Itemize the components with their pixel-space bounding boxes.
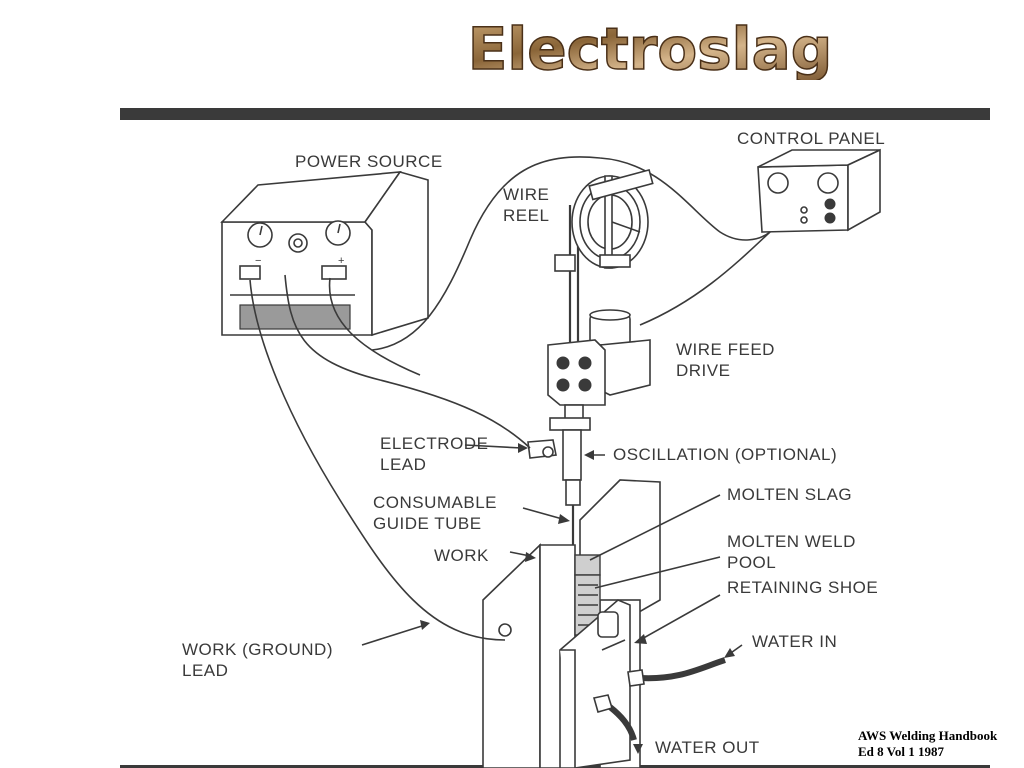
control-panel bbox=[757, 148, 881, 233]
panel-meter-right-icon bbox=[817, 172, 839, 194]
control-to-feed-cable bbox=[639, 231, 771, 326]
label-consumable-line2: GUIDE TUBE bbox=[373, 514, 482, 533]
water-in-hose bbox=[639, 657, 726, 682]
label-oscillation: OSCILLATION (OPTIONAL) bbox=[613, 445, 838, 464]
wire-feed-drive bbox=[547, 309, 651, 421]
label-molten-weld-line2: POOL bbox=[727, 553, 777, 572]
label-wire-reel-line2: REEL bbox=[503, 206, 550, 225]
label-power-source: POWER SOURCE bbox=[295, 152, 443, 171]
work-lead-cable bbox=[249, 279, 506, 641]
label-work-lead-line1: WORK (GROUND) bbox=[182, 640, 333, 659]
label-electrode-lead-line1: ELECTRODE bbox=[380, 434, 489, 453]
label-molten-weld-line1: MOLTEN WELD bbox=[727, 532, 856, 551]
label-water-in: WATER IN bbox=[752, 632, 838, 651]
label-wire-feed-line1: WIRE FEED bbox=[676, 340, 775, 359]
label-electrode-lead-line2: LEAD bbox=[380, 455, 427, 474]
guide-tube-assembly bbox=[527, 417, 591, 560]
label-wire-feed-line2: DRIVE bbox=[676, 361, 731, 380]
wire-reel bbox=[554, 168, 654, 345]
leader-lines bbox=[361, 443, 743, 754]
electrode-lead-cable bbox=[284, 274, 531, 449]
power-dial-icon bbox=[288, 233, 308, 253]
top-band bbox=[120, 108, 990, 120]
title-text: Electroslag bbox=[468, 15, 832, 80]
label-work-lead-line2: LEAD bbox=[182, 661, 229, 680]
terminal-minus: − bbox=[255, 255, 261, 267]
slide-title: Electroslag bbox=[467, 14, 833, 80]
terminal-plus: + bbox=[338, 255, 344, 267]
power-source: − + bbox=[220, 171, 429, 337]
power-to-feed-cable bbox=[371, 156, 771, 351]
label-wire-reel-line1: WIRE bbox=[503, 185, 550, 204]
label-water-out: WATER OUT bbox=[655, 738, 760, 757]
retaining-shoe bbox=[559, 599, 631, 768]
label-molten-slag: MOLTEN SLAG bbox=[727, 485, 853, 504]
credit-line-2: Ed 8 Vol 1 1987 bbox=[858, 744, 944, 759]
source-credit: AWS Welding Handbook Ed 8 Vol 1 1987 bbox=[858, 728, 997, 760]
label-retaining-shoe: RETAINING SHOE bbox=[727, 578, 879, 597]
credit-line-1: AWS Welding Handbook bbox=[858, 728, 998, 743]
label-work: WORK bbox=[434, 546, 489, 565]
panel-meter-left-icon bbox=[767, 172, 789, 194]
second-lead-cable bbox=[328, 277, 421, 376]
label-control-panel: CONTROL PANEL bbox=[737, 129, 886, 148]
water-out-hose bbox=[608, 704, 637, 741]
label-consumable-line1: CONSUMABLE bbox=[373, 493, 498, 512]
